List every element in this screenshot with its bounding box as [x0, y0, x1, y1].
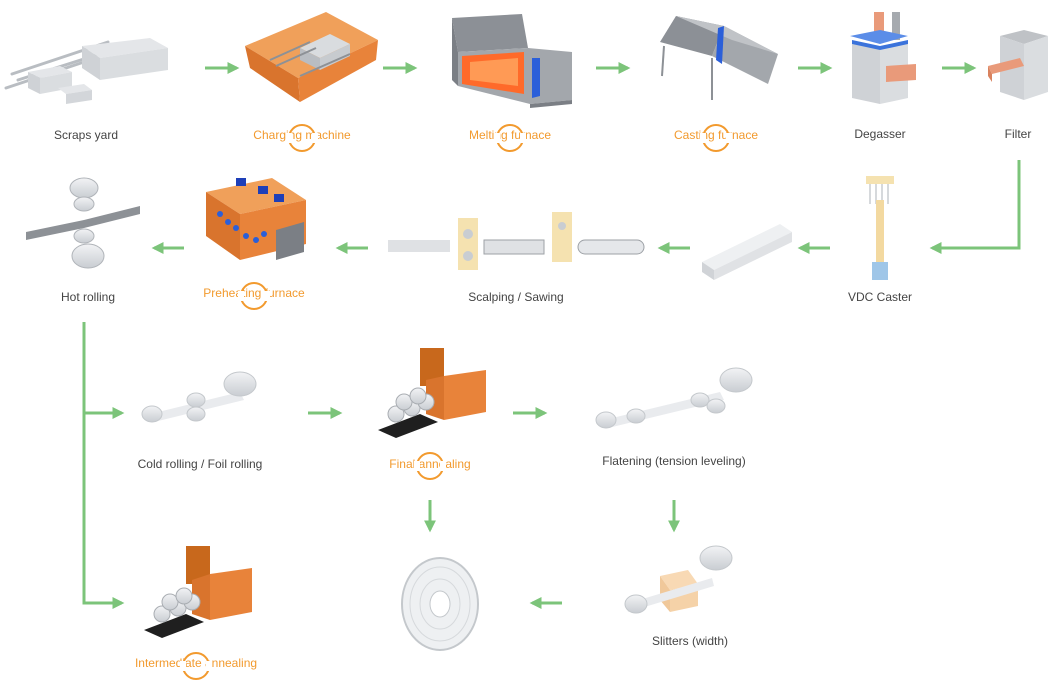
slitters-label: Slitters (width): [651, 634, 729, 648]
hot-rolling-label: Hot rolling: [60, 290, 116, 304]
cold-rolling-illustration: [141, 371, 257, 423]
degasser-illustration: [850, 12, 916, 104]
flattening-illustration: [595, 367, 753, 429]
preheating-furnace-illustration: [206, 178, 306, 260]
hot-rolling-illustration: [26, 177, 140, 269]
cold-rolling-label: Cold rolling / Foil rolling: [137, 457, 263, 471]
final-annealing-cycle-icon: [414, 452, 446, 480]
degasser-label: Degasser: [854, 127, 906, 141]
intermediate-annealing-cycle-icon: [180, 652, 212, 680]
melting-furnace-cycle-icon: [494, 124, 526, 152]
flattening-label: Flatening (tension leveling): [602, 454, 746, 468]
intermediate-annealing-illustration: [144, 546, 252, 638]
scalping-sawing-label: Scalping / Sawing: [468, 290, 564, 304]
charging-machine-cycle-icon: [286, 124, 318, 152]
vdc-caster-label: VDC Caster: [847, 290, 913, 304]
scalping-sawing-illustration: [388, 212, 792, 280]
arrow-filter-to-vdc: [929, 160, 1021, 254]
vdc-caster-illustration: [866, 176, 894, 280]
filter-illustration: [988, 30, 1048, 100]
final-annealing-illustration: [378, 348, 486, 438]
filter-label: Filter: [1004, 127, 1032, 141]
flow-arrows: [82, 62, 1021, 609]
preheating-furnace-cycle-icon: [238, 282, 270, 310]
coil-illustration: [401, 557, 479, 651]
scraps-yard-label: Scraps yard: [53, 128, 119, 142]
scraps-yard-illustration: [4, 38, 168, 104]
charging-machine-illustration: [245, 12, 378, 102]
casting-furnace-cycle-icon: [700, 124, 732, 152]
casting-furnace-illustration: [660, 16, 778, 100]
slitters-illustration: [624, 545, 733, 614]
arrow-hotrolling-to-intermediate: [82, 322, 125, 609]
melting-furnace-illustration: [452, 14, 572, 108]
